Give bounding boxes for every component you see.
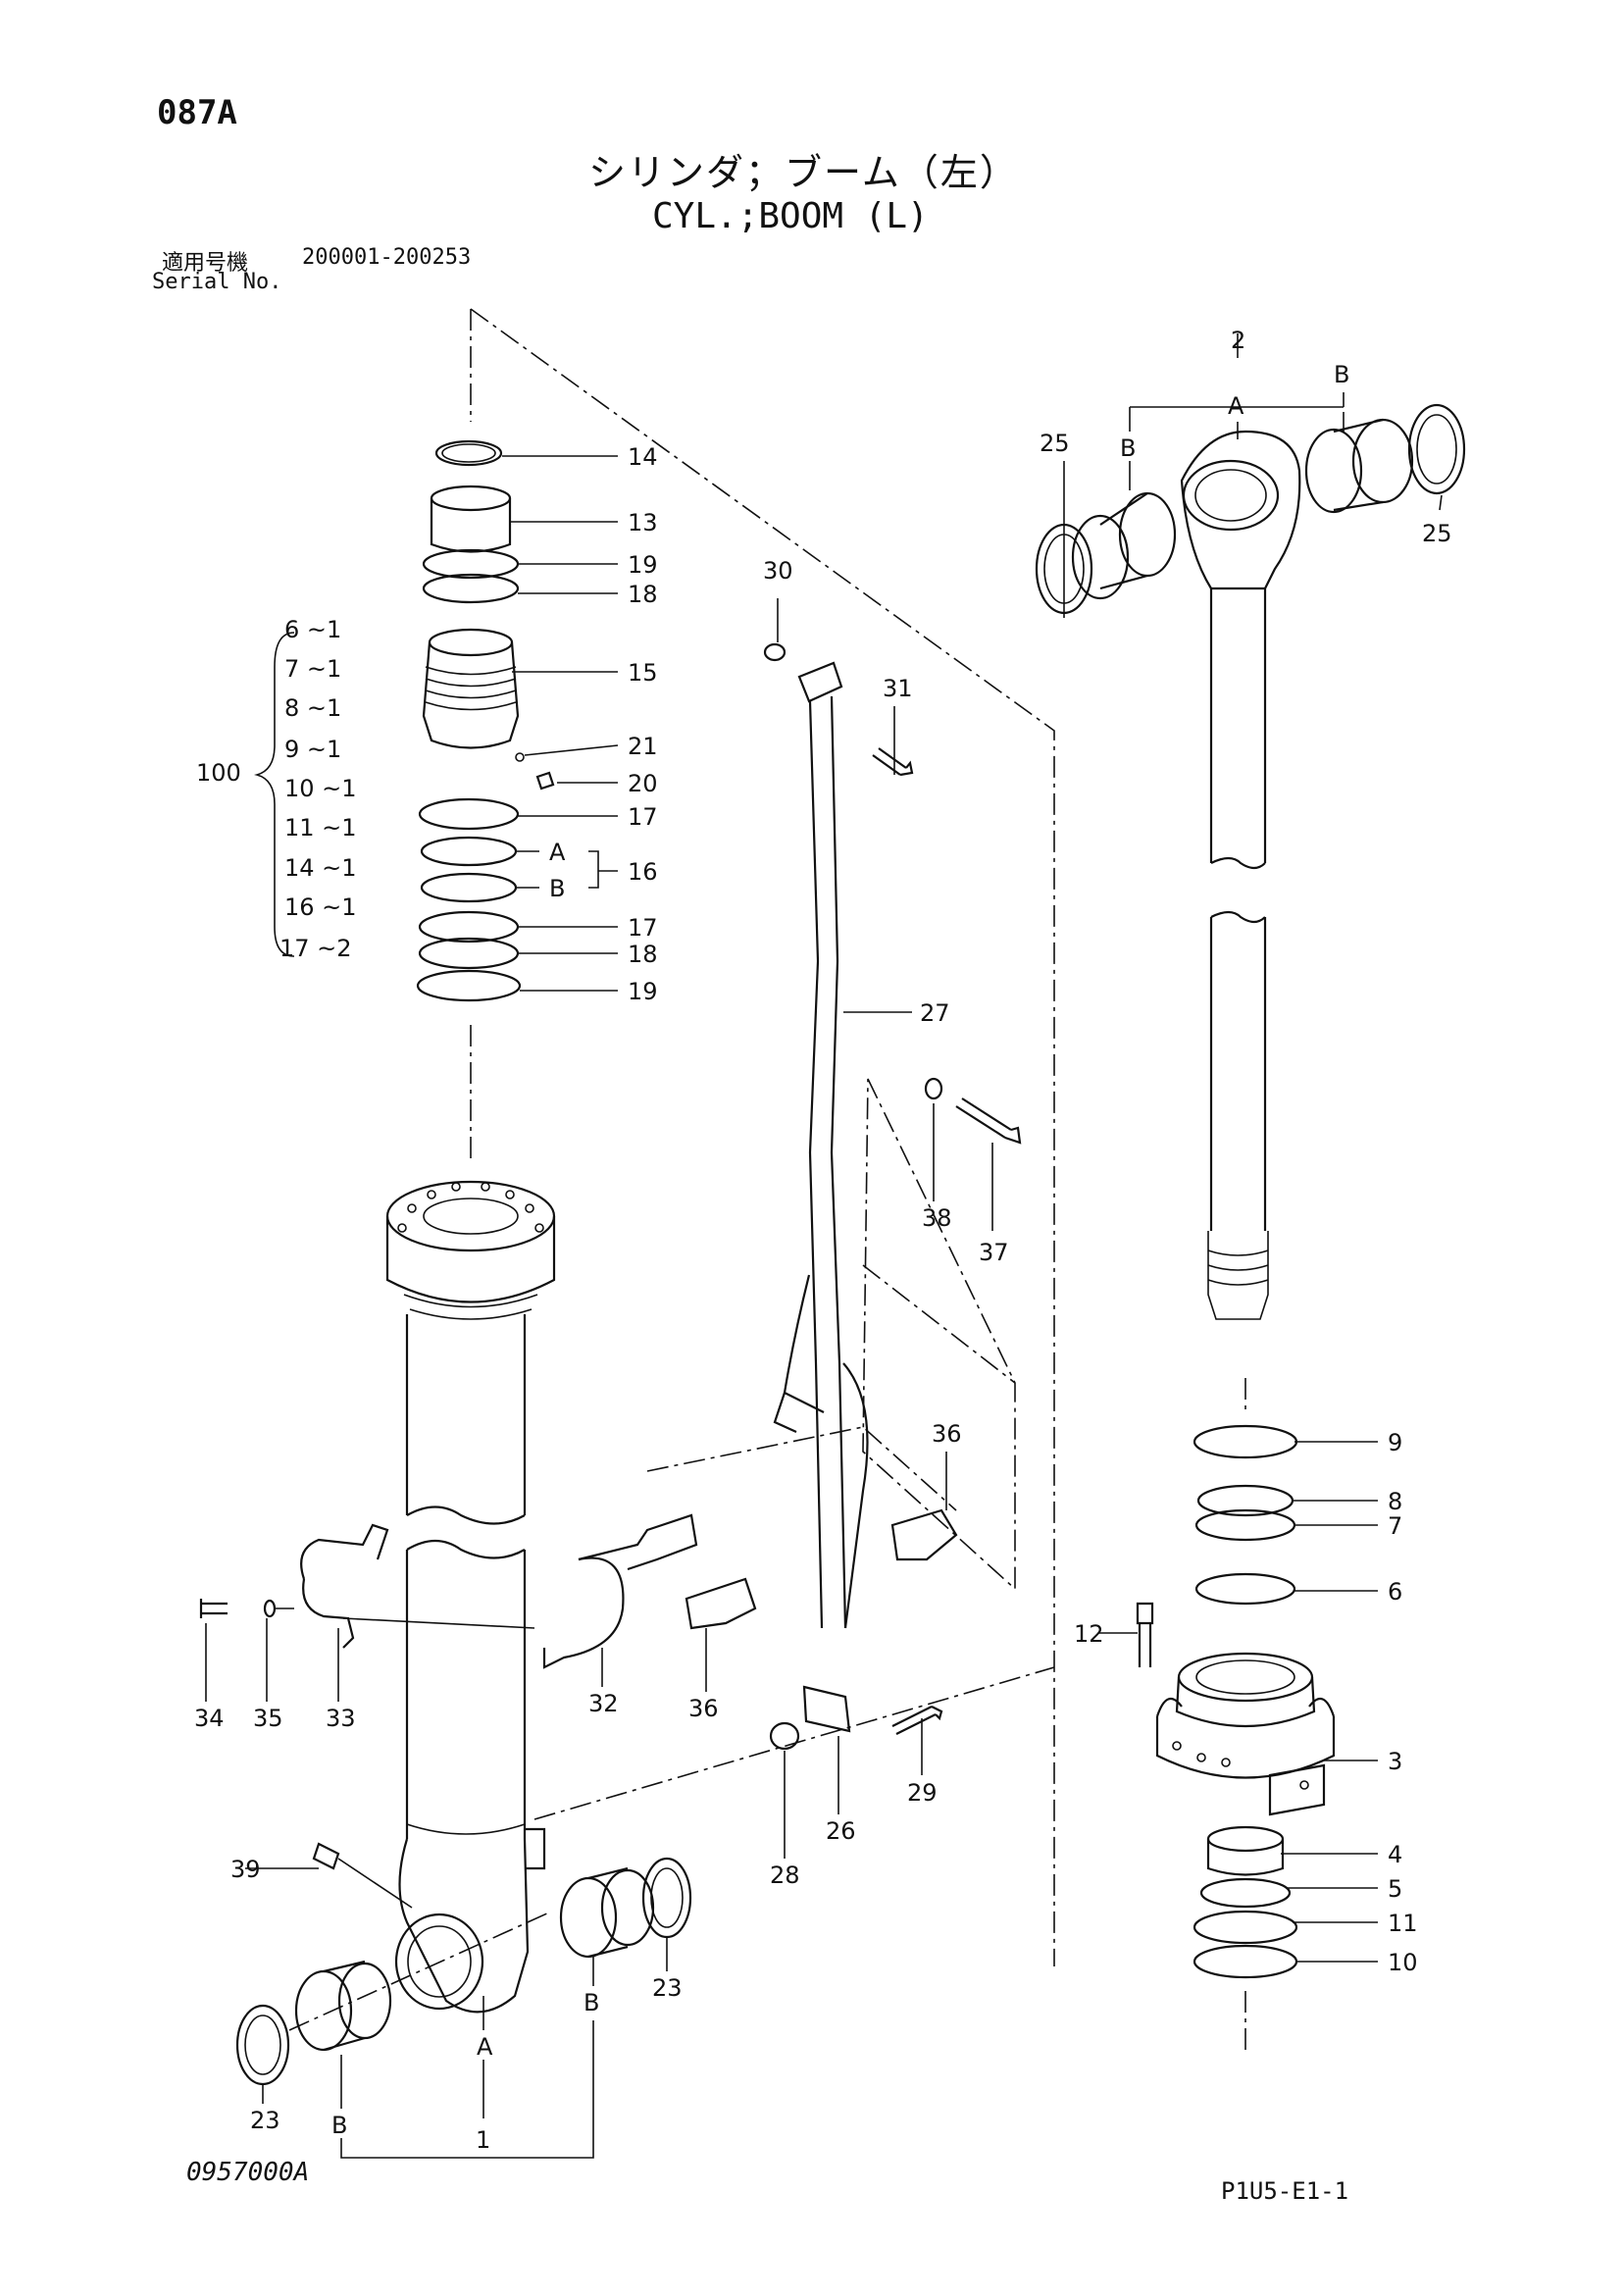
callout: 35: [253, 1705, 283, 1732]
kit-item: 6 ~1: [284, 616, 341, 643]
cylinder-tube: [385, 1180, 556, 2014]
kit-list: 100 6 ~1 7 ~1 8 ~1 9 ~1 10 ~1 11 ~1 14 ~…: [196, 616, 357, 962]
callout: 27: [920, 999, 950, 1027]
kit-item: 14 ~1: [284, 854, 357, 882]
callout: 12: [1074, 1620, 1104, 1648]
clamps: [199, 1508, 958, 1669]
assembly-boundary: [470, 308, 1246, 2050]
kit-number: 100: [196, 759, 241, 787]
serial-label-japanese: 適用号機: [162, 251, 249, 276]
callout: 36: [688, 1695, 719, 1722]
callout: 19: [628, 978, 658, 1005]
drawing-number: 0957000A: [186, 2158, 310, 2187]
page-code: 087A: [157, 93, 237, 132]
serial-range: 200001-200253: [302, 245, 472, 270]
callout: 17: [628, 914, 658, 942]
callout: 33: [326, 1705, 356, 1732]
callout: B: [1334, 361, 1349, 388]
callout: 7: [1388, 1512, 1402, 1540]
callout: 25: [1040, 430, 1070, 457]
piston-assembly: [1136, 1424, 1336, 1979]
callout: B: [1120, 434, 1136, 462]
callout: 3: [1388, 1748, 1402, 1775]
callout: 11: [1388, 1910, 1418, 1937]
callout: 19: [628, 551, 658, 579]
callouts: 14 13 19 18 15 21 20 17 A B 16 17 18 19 …: [194, 327, 1452, 2154]
title-japanese: シリンダ；ブーム（左）: [588, 151, 1019, 194]
callout: 23: [250, 2107, 280, 2134]
grease-fitting: [312, 1842, 413, 1909]
kit-item: 10 ~1: [284, 775, 357, 802]
callout: B: [549, 875, 565, 902]
callout: 23: [652, 1974, 683, 2002]
callout: 37: [979, 1239, 1009, 1266]
callout: 31: [883, 675, 913, 702]
pipe-assembly: [763, 642, 1022, 1751]
callout: 8: [1388, 1488, 1402, 1515]
callout: 5: [1388, 1875, 1402, 1903]
callout: A: [549, 839, 566, 866]
callout: 30: [763, 557, 793, 585]
callout: 20: [628, 770, 658, 797]
eye-bushings-left: [235, 1857, 692, 2086]
callout: 4: [1388, 1841, 1402, 1868]
callout: 38: [922, 1204, 952, 1232]
callout: B: [584, 1989, 599, 2016]
kit-item: 11 ~1: [284, 814, 357, 842]
callout: 28: [770, 1862, 800, 1889]
serial-label-english: Serial No.: [152, 270, 282, 294]
callout: A: [1228, 392, 1244, 420]
kit-item: 8 ~1: [284, 694, 341, 722]
callout: 29: [907, 1779, 938, 1807]
callout: 16: [628, 858, 658, 886]
callout: 2: [1231, 327, 1245, 354]
callout: 9: [1388, 1429, 1402, 1456]
title-english: CYL.;BOOM (L): [652, 196, 929, 236]
callout: 17: [628, 803, 658, 831]
kit-item: 17 ~2: [279, 935, 352, 962]
callout: 13: [628, 509, 658, 536]
callout: A: [477, 2033, 493, 2061]
callout: 34: [194, 1705, 225, 1732]
callout: 1: [476, 2126, 490, 2154]
leader-lines: [205, 333, 1443, 2159]
callout: 39: [230, 1856, 261, 1883]
callout: 26: [826, 1817, 856, 1845]
kit-item: 7 ~1: [284, 655, 341, 683]
callout: 25: [1422, 520, 1452, 547]
callout: 18: [628, 941, 658, 968]
seal-stack: [416, 439, 555, 1002]
callout: 6: [1388, 1578, 1402, 1606]
page-reference: P1U5-E1-1: [1221, 2177, 1349, 2205]
callout: 18: [628, 581, 658, 608]
callout: 36: [932, 1420, 962, 1448]
kit-item: 9 ~1: [284, 736, 341, 763]
callout: 21: [628, 733, 658, 760]
callout: 15: [628, 659, 658, 687]
callout: 10: [1388, 1949, 1418, 1976]
callout: 32: [588, 1690, 619, 1717]
callout: 14: [628, 443, 658, 471]
piston-rod: [1035, 403, 1466, 1320]
kit-item: 16 ~1: [284, 893, 357, 921]
callout: B: [331, 2112, 347, 2139]
